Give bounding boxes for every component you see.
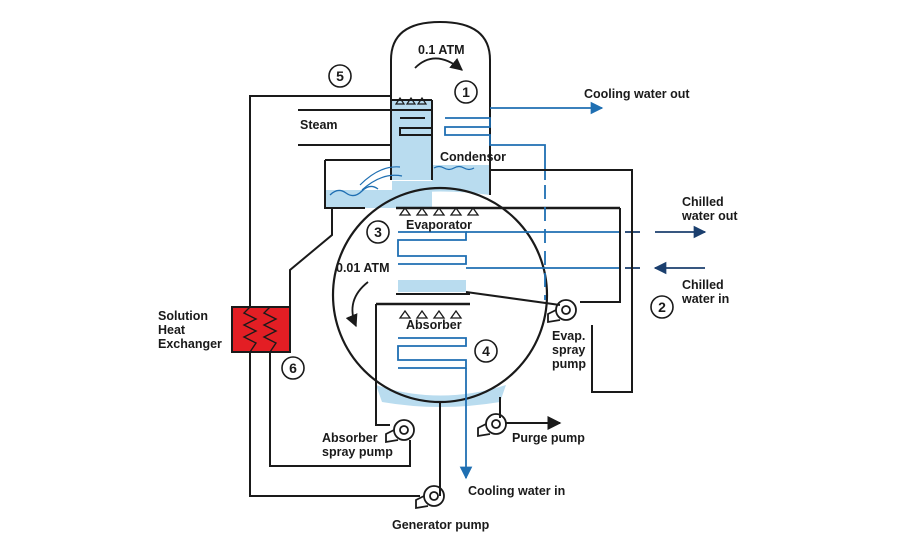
absorber-spray-label-1: Absorber [322,431,378,445]
generator-pump-label: Generator pump [392,518,490,532]
evap-spray-label-2: spray [552,343,585,357]
chilled-water-out-label-1: Chilled [682,195,724,209]
purge-pump-label: Purge pump [512,431,585,445]
evap-spray-pump-symbol [547,299,577,324]
evap-spray-label-3: pump [552,357,586,371]
absorber-spray-nozzles [376,302,470,319]
purge-pump-symbol [477,413,507,438]
generator-pump-symbol [415,485,445,510]
marker-5: 5 [328,64,352,88]
marker-1: 1 [454,80,478,104]
marker-4-text: 4 [482,343,490,359]
evaporator-spray-nozzles [396,206,620,216]
chilled-water-out-label-2: water out [681,209,738,223]
evap-spray-label-1: Evap. [552,329,585,343]
absorber-spray-pump-symbol [385,419,415,444]
chilled-water-in-label-2: water in [681,292,729,306]
cooling-water-out-label: Cooling water out [584,87,690,101]
absorber-spray-label-2: spray pump [322,445,393,459]
lower-flow-arrow [345,281,369,328]
marker-6: 6 [281,356,305,380]
condenser-coil [444,101,604,180]
steam-label: Steam [300,118,338,132]
absorber-label: Absorber [406,318,462,332]
liquid-fills [325,100,506,407]
condenser-liquid-waves [433,165,475,171]
evaporator-label: Evaporator [406,218,472,232]
solution-hx-label-3: Exchanger [158,337,222,351]
chilled-water-in-label-1: Chilled [682,278,724,292]
cooling-water-in-label: Cooling water in [468,484,565,498]
marker-4: 4 [474,339,498,363]
evap-tray-piping [396,291,561,306]
marker-3-text: 3 [374,224,382,240]
condensor-label: Condensor [440,150,506,164]
upper-flow-arrow [414,57,463,71]
marker-2: 2 [650,295,674,319]
weir-tank [324,159,403,209]
pressure-top-label: 0.1 ATM [418,43,465,57]
marker-1-text: 1 [462,84,470,100]
marker-6-text: 6 [289,360,297,376]
evaporator-coil [397,225,707,275]
external-piping [249,95,633,497]
pressure-bottom-label: 0.01 ATM [336,261,390,275]
solution-heat-exchanger [231,306,291,353]
solution-hx-label-2: Heat [158,323,186,337]
marker-3: 3 [366,220,390,244]
marker-5-text: 5 [336,68,344,84]
generator-spray-nozzles [394,96,428,105]
absorber-coil [397,337,467,369]
steam-coil [298,109,433,146]
marker-2-text: 2 [658,299,666,315]
solution-hx-label-1: Solution [158,309,208,323]
